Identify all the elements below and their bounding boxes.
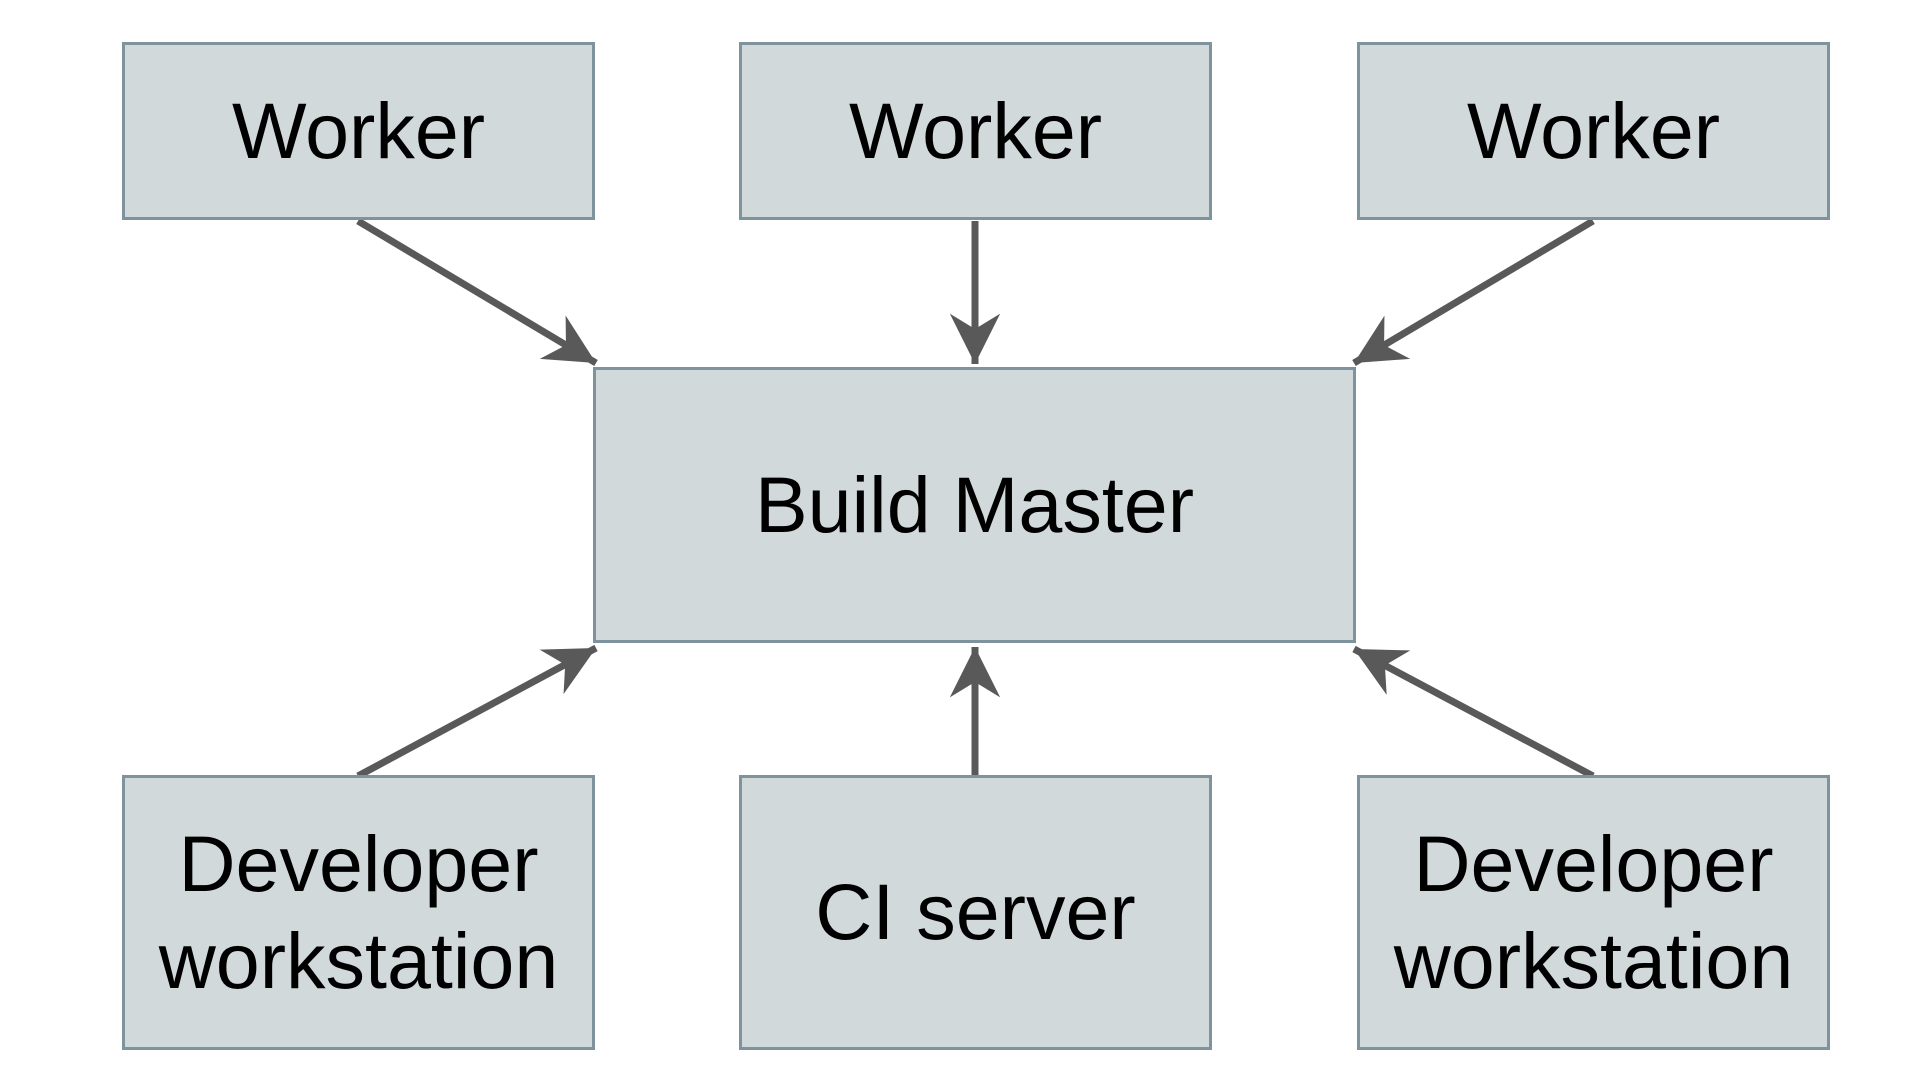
node-developer-workstation-right: Developer workstation [1357,775,1830,1050]
node-developer-workstation-right-label: Developer workstation [1393,819,1794,1005]
node-worker-right: Worker [1357,42,1830,220]
node-build-master-label: Build Master [754,459,1195,549]
node-build-master: Build Master [593,367,1356,643]
node-worker-middle: Worker [739,42,1212,220]
node-worker-right-label: Worker [1466,85,1721,175]
node-developer-workstation-left-label: Developer workstation [158,819,559,1005]
arrow-developer-workstation-left-to-build-master [356,644,598,780]
node-worker-middle-label: Worker [848,85,1103,175]
node-ci-server-label: CI server [815,867,1136,957]
node-worker-left: Worker [122,42,595,220]
arrow-worker-left-to-build-master [356,217,598,367]
node-ci-server: CI server [739,775,1212,1050]
arrow-worker-right-to-build-master [1352,217,1595,367]
node-developer-workstation-left: Developer workstation [122,775,595,1050]
node-worker-left-label: Worker [231,85,486,175]
arrow-developer-workstation-right-to-build-master [1352,645,1595,780]
